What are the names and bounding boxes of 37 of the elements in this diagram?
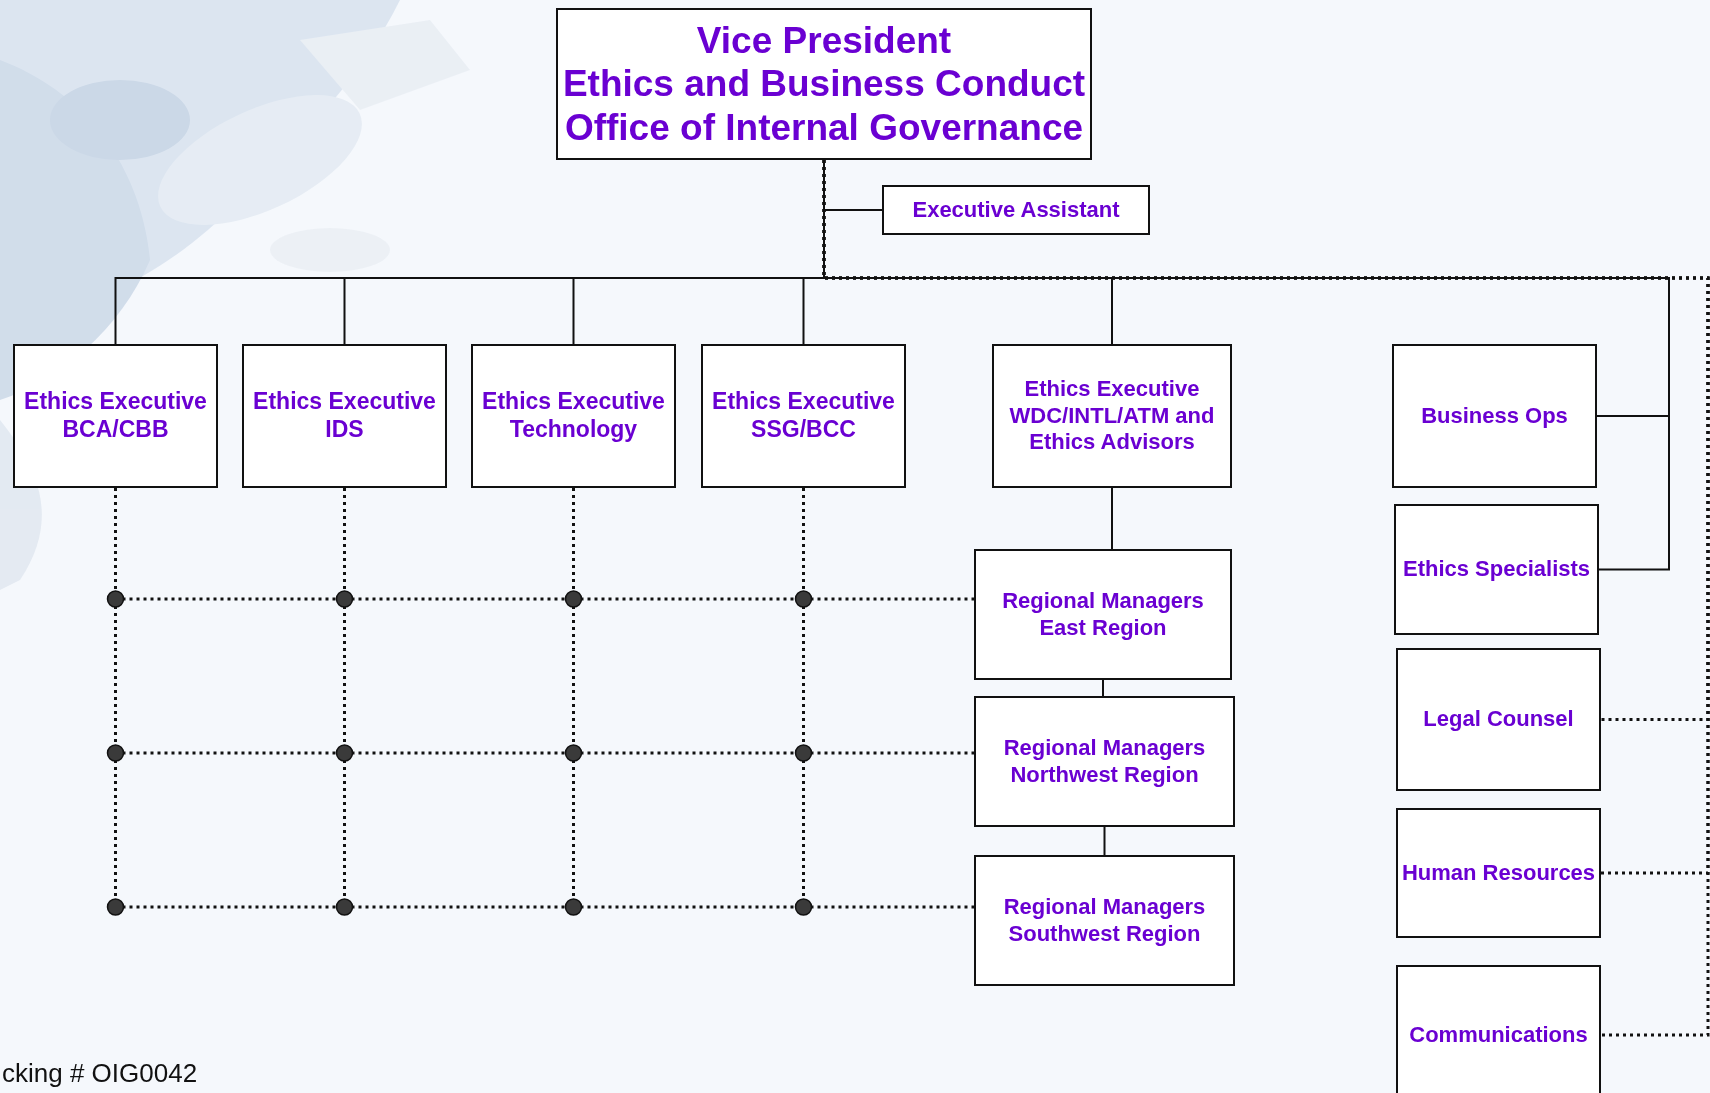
role-title: Business Ops [1421, 402, 1568, 430]
org-box [974, 549, 1232, 680]
org-box [701, 344, 906, 488]
connector-line [1102, 679, 1104, 697]
org-box [556, 8, 1092, 160]
role-title: Vice President [696, 19, 952, 63]
org-box [1396, 648, 1601, 791]
role-title: Regional Managers East Region [1001, 588, 1205, 641]
role-title: Office of Internal Governance [564, 105, 1084, 149]
org-box [992, 344, 1232, 488]
org-box [1396, 808, 1601, 938]
connector-line [1111, 487, 1113, 550]
role-title: Ethics Executive SSG/BCC [711, 388, 896, 444]
org-box [1396, 965, 1601, 1093]
connector-line [1103, 826, 1106, 856]
role-title: Ethics Executive IDS [252, 388, 437, 444]
role-title: Regional Managers Northwest Region [1002, 735, 1207, 788]
org-box [974, 855, 1235, 986]
org-box [882, 185, 1150, 235]
role-title: Executive Assistant [912, 196, 1120, 224]
org-box [471, 344, 676, 488]
org-box [1394, 504, 1599, 635]
dotted-connector [822, 160, 1710, 1037]
org-box [1392, 344, 1597, 488]
org-box [242, 344, 447, 488]
role-title: Ethics Specialists [1402, 556, 1591, 583]
role-title: Human Resources [1401, 859, 1596, 887]
org-box [974, 696, 1235, 827]
role-title: Ethics Executive BCA/CBB [23, 388, 208, 444]
role-title: Legal Counsel [1423, 706, 1574, 733]
role-title: Ethics and Business Conduct [562, 62, 1086, 106]
tracking-number: cking # OIG0042 [2, 1058, 198, 1089]
role-title: Regional Managers Southwest Region [1002, 894, 1207, 947]
role-title: Ethics Executive Technology [481, 388, 666, 444]
org-box [13, 344, 218, 488]
role-title: Communications [1409, 1021, 1588, 1049]
role-title: Ethics Executive WDC/INTL/ATM and Ethics Advisors [1008, 376, 1216, 456]
